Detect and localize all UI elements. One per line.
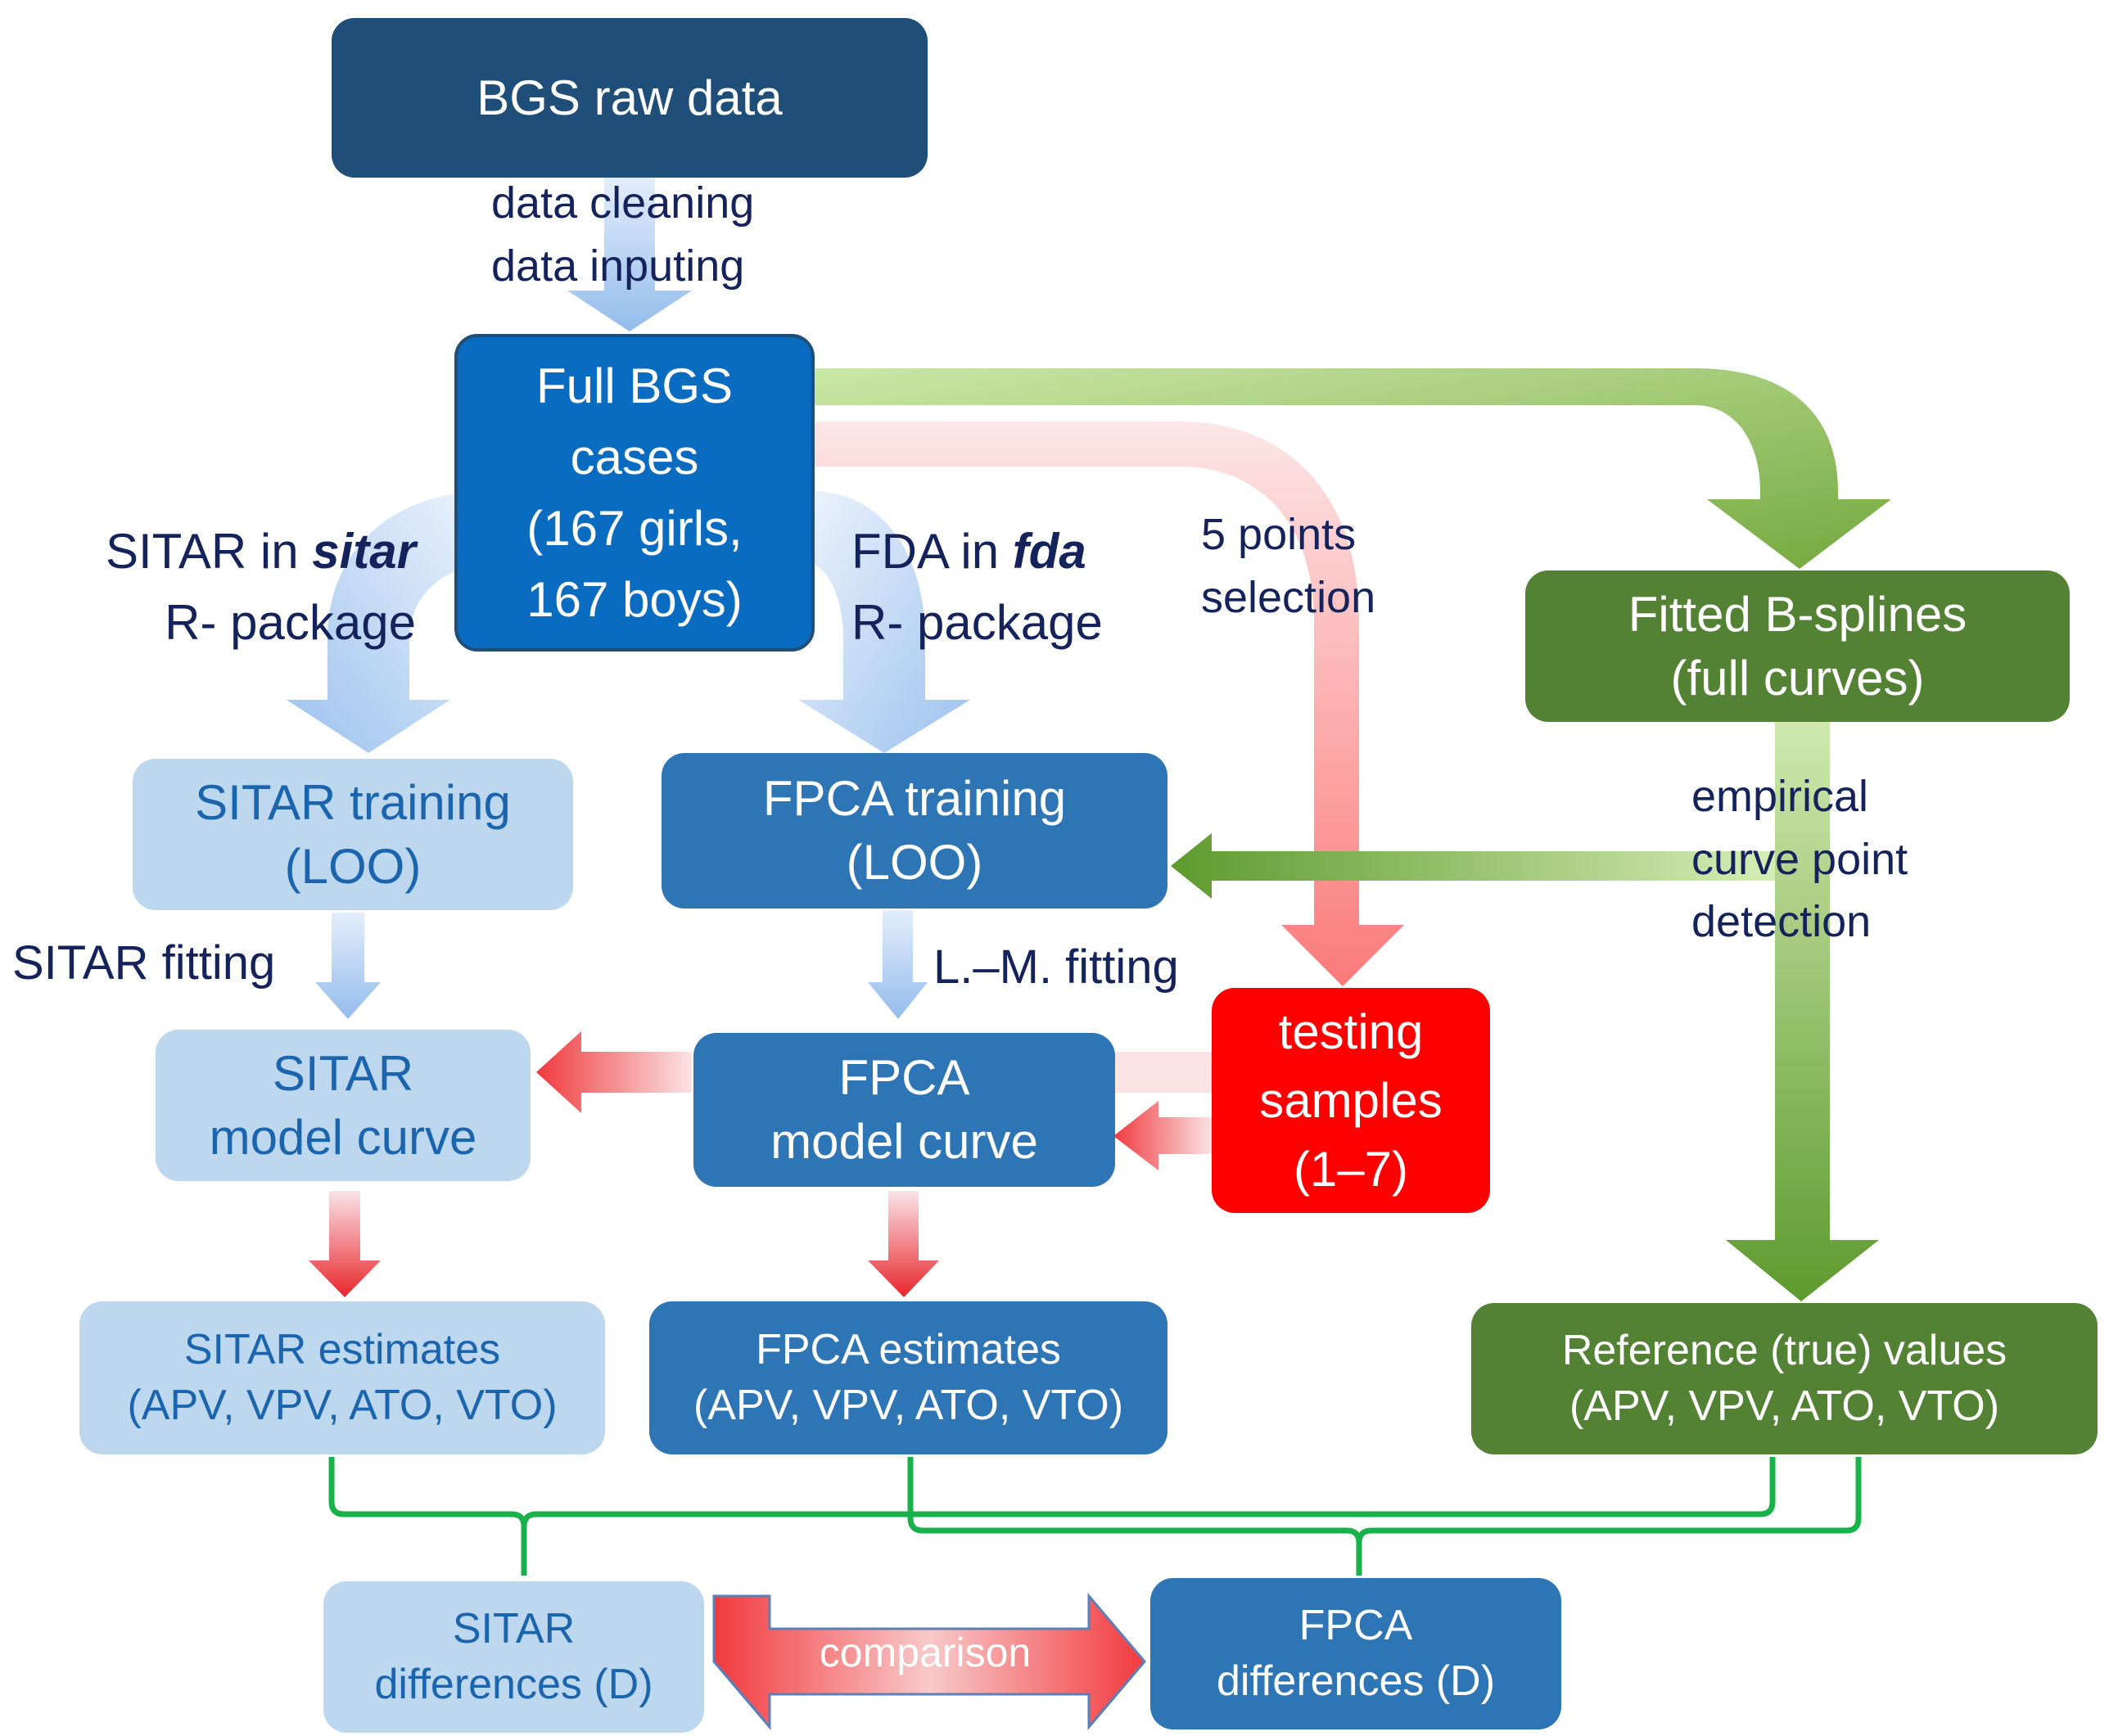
testing-line1: testing xyxy=(1278,1003,1424,1059)
sitar-fitting-text: SITAR fitting xyxy=(12,936,276,990)
arrow-fpca-model-to-sitar-model xyxy=(536,1031,692,1113)
testing-samples-box: testing samples (1–7) xyxy=(1212,988,1490,1213)
sitar-model-line1: SITAR xyxy=(272,1045,414,1101)
points-selection-line1: 5 points xyxy=(1201,510,1357,559)
fpca-model-line1: FPCA xyxy=(838,1050,970,1105)
arrow-full-to-fpca-training xyxy=(798,491,970,753)
fpca-differences-box: FPCA differences (D) xyxy=(1150,1578,1561,1729)
sitar-package-label: SITAR in sitar R- package xyxy=(105,516,416,658)
empirical-detection-label: empirical curve point detection xyxy=(1691,765,1908,954)
difference-brackets xyxy=(328,1457,1862,1576)
comparison-label: comparison xyxy=(819,1630,1032,1675)
testing-line3: (1–7) xyxy=(1293,1141,1409,1197)
empirical-line2: curve point xyxy=(1691,834,1908,884)
sitar-model-line2: model curve xyxy=(209,1109,477,1165)
sitar-differences-box: SITAR differences (D) xyxy=(323,1581,704,1733)
fpca-model-line2: model curve xyxy=(770,1114,1038,1169)
fda-package-label: FDA in fda R- package xyxy=(851,516,1103,658)
fpca-differences-line1: FPCA xyxy=(1298,1601,1413,1649)
arrow-fpca-training-to-model xyxy=(868,910,928,1019)
arrow-sitar-training-to-model xyxy=(315,913,381,1019)
fda-package-prefix: FDA in xyxy=(851,524,1013,579)
arrow-full-to-bspline xyxy=(811,368,1891,569)
sitar-training-line1: SITAR training xyxy=(195,774,511,830)
arrow-full-to-sitar-training xyxy=(287,491,491,753)
data-cleaning-line1: data cleaning xyxy=(491,178,755,228)
fpca-estimates-line2: (APV, VPV, ATO, VTO) xyxy=(693,1381,1124,1429)
fpca-estimates-line1: FPCA estimates xyxy=(756,1325,1061,1373)
sitar-fitting-label: SITAR fitting xyxy=(12,929,275,998)
fda-package-name: fda xyxy=(1012,524,1086,579)
sitar-estimates-line1: SITAR estimates xyxy=(183,1325,501,1373)
sitar-estimates-line2: (APV, VPV, ATO, VTO) xyxy=(127,1381,558,1429)
arrow-fpca-model-to-estimates xyxy=(868,1191,939,1297)
lm-fitting-text: L.–M. fitting xyxy=(933,940,1179,994)
fpca-model-curve-box: FPCA model curve xyxy=(693,1033,1115,1187)
arrow-empirical-to-fpca-training xyxy=(1171,833,1775,899)
full-bgs-line1: Full BGS xyxy=(535,358,734,413)
empirical-line1: empirical xyxy=(1691,772,1869,821)
lm-fitting-label: L.–M. fitting xyxy=(933,933,1179,1002)
fitted-bsplines-line2: (full curves) xyxy=(1670,650,1925,706)
fpca-differences-line2: differences (D) xyxy=(1216,1657,1496,1705)
points-selection-label: 5 points selection xyxy=(1201,503,1375,629)
sitar-package-prefix: SITAR in xyxy=(105,524,313,579)
sitar-training-box: SITAR training (LOO) xyxy=(133,759,573,910)
sitar-training-line2: (LOO) xyxy=(284,838,422,894)
full-bgs-line2: cases xyxy=(570,430,699,485)
arrow-raw-to-full xyxy=(567,176,692,331)
sitar-model-curve-box: SITAR model curve xyxy=(156,1030,531,1181)
fitted-bsplines-line1: Fitted B-splines xyxy=(1628,586,1967,642)
bgs-raw-data-box: BGS raw data xyxy=(332,18,928,178)
sitar-estimates-box: SITAR estimates (APV, VPV, ATO, VTO) xyxy=(79,1301,605,1454)
arrow-full-to-testing xyxy=(811,422,1404,986)
reference-line2: (APV, VPV, ATO, VTO) xyxy=(1569,1382,2000,1430)
reference-values-box: Reference (true) values (APV, VPV, ATO, … xyxy=(1471,1303,2098,1454)
sitar-differences-line2: differences (D) xyxy=(374,1660,653,1708)
fpca-training-line1: FPCA training xyxy=(762,771,1067,826)
sitar-differences-line1: SITAR xyxy=(452,1604,576,1653)
fpca-training-box: FPCA training (LOO) xyxy=(662,753,1167,909)
full-bgs-cases-box: Full BGS cases (167 girls, 167 boys) xyxy=(454,334,815,652)
fitted-bsplines-box: Fitted B-splines (full curves) xyxy=(1525,570,2070,722)
data-cleaning-label: data cleaning data inputing xyxy=(491,172,754,297)
arrow-sitar-model-to-estimates xyxy=(309,1191,381,1297)
arrow-bspline-to-reference xyxy=(1726,720,1879,1301)
testing-line2: samples xyxy=(1259,1072,1443,1128)
fda-package-line2: R- package xyxy=(851,595,1103,650)
points-selection-line2: selection xyxy=(1201,572,1376,622)
reference-line1: Reference (true) values xyxy=(1561,1326,2007,1374)
comparison-double-arrow xyxy=(712,1592,1146,1731)
bgs-raw-data-label: BGS raw data xyxy=(476,70,783,125)
sitar-package-line2: R- package xyxy=(165,595,416,650)
sitar-package-name: sitar xyxy=(312,524,416,579)
arrow-testing-to-fpca-model xyxy=(1113,1052,1212,1093)
empirical-line3: detection xyxy=(1691,897,1872,947)
data-cleaning-line2: data inputing xyxy=(491,241,745,291)
full-bgs-line4: 167 boys) xyxy=(526,572,743,627)
fpca-estimates-box: FPCA estimates (APV, VPV, ATO, VTO) xyxy=(649,1301,1167,1454)
fpca-training-line2: (LOO) xyxy=(846,835,983,890)
full-bgs-line3: (167 girls, xyxy=(526,501,743,556)
